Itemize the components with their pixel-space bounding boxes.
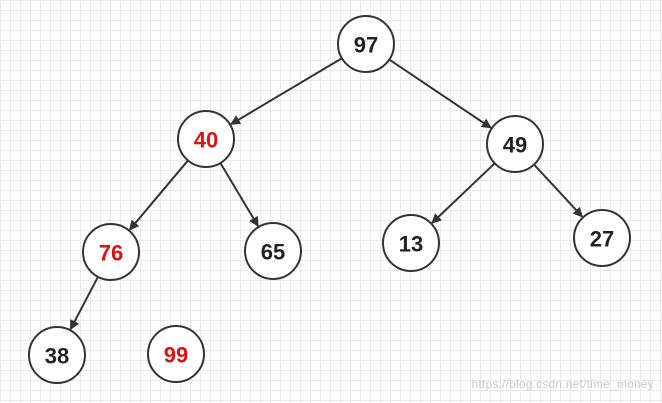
node-label: 40 [194, 128, 218, 153]
node-label: 27 [590, 227, 614, 252]
tree-node-27: 27 [573, 209, 631, 267]
tree-node-49: 49 [486, 115, 544, 173]
node-circle [244, 222, 302, 280]
tree-node-13: 13 [382, 214, 440, 272]
tree-node-97: 97 [337, 15, 395, 73]
node-circle [28, 326, 86, 384]
node-label: 76 [99, 241, 123, 266]
node-circle [573, 209, 631, 267]
tree-node-40: 40 [177, 110, 235, 168]
node-label: 65 [261, 240, 285, 265]
edge-arrow-40-to-65 [219, 162, 259, 227]
edge-arrow-97-to-49 [388, 58, 492, 129]
tree-node-65: 65 [244, 222, 302, 280]
node-label: 13 [399, 232, 423, 257]
tree-node-38: 38 [28, 326, 86, 384]
edge-arrow-97-to-40 [230, 57, 343, 126]
node-circle [177, 110, 235, 168]
tree-node-99: 99 [147, 325, 205, 383]
edge-arrow-49-to-27 [533, 163, 584, 218]
watermark-text: https://blog.csdn.net/time_money [471, 377, 654, 391]
edge-arrow-76-to-38 [69, 276, 99, 331]
node-label: 49 [503, 133, 527, 158]
edge-arrow-49-to-13 [431, 162, 496, 224]
node-label: 97 [354, 33, 378, 58]
tree-node-76: 76 [82, 223, 140, 281]
node-label: 99 [164, 343, 188, 368]
edge-arrow-40-to-76 [128, 159, 189, 231]
nodes: 97 40 49 76 65 13 27 38 99 [28, 15, 631, 384]
edges [69, 57, 584, 331]
node-label: 38 [45, 344, 69, 369]
node-circle [382, 214, 440, 272]
node-circle [82, 223, 140, 281]
node-circle [337, 15, 395, 73]
node-circle [486, 115, 544, 173]
node-circle [147, 325, 205, 383]
